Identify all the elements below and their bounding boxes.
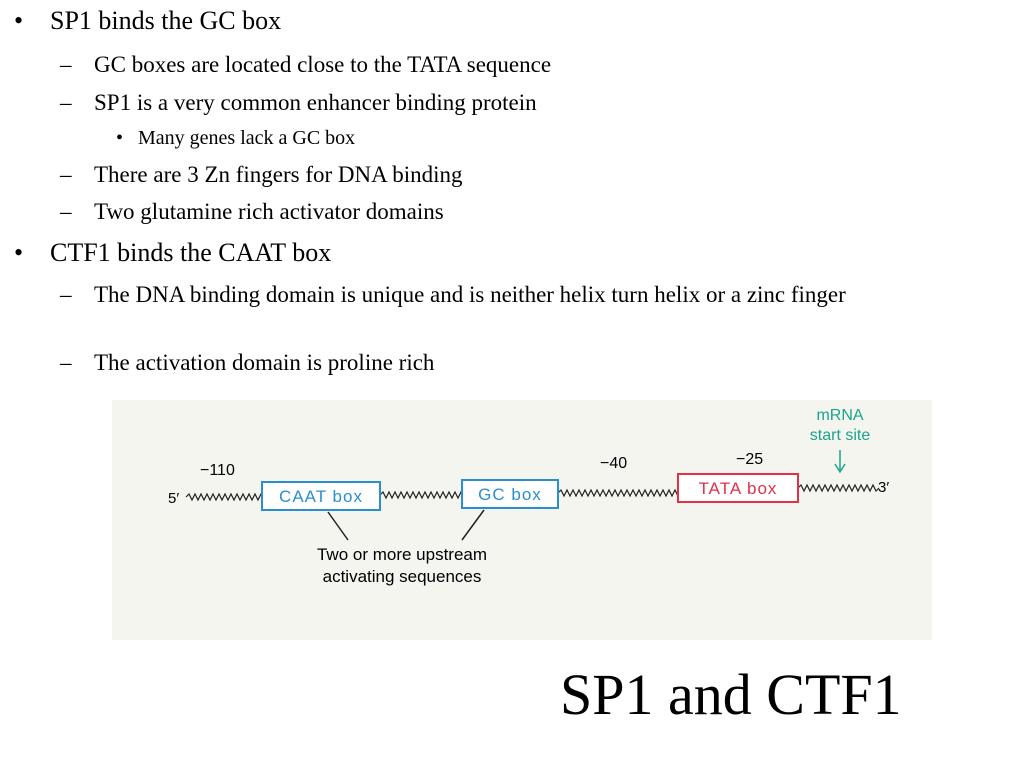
dash-marker: –	[60, 199, 72, 224]
tata-box	[677, 473, 799, 503]
bullet-text: CTF1 binds the CAAT box	[50, 238, 332, 267]
pointer-line-caat	[327, 511, 349, 541]
arrow-down-icon	[834, 450, 846, 474]
bullet-marker: •	[14, 238, 24, 267]
mrna-label-line2: start site	[810, 427, 871, 444]
sub-bullet-text: The DNA binding domain is unique and is …	[94, 282, 846, 307]
promoter-diagram: 5′ 3′ −110 CAAT box GC box −40 −25 TATA …	[112, 400, 932, 640]
slide-title: SP1 and CTF1	[560, 662, 902, 727]
pointer-line-gc	[461, 509, 485, 541]
gc-box	[461, 479, 559, 509]
mrna-label-line1: mRNA	[816, 407, 863, 424]
promoter-diagram-svg: 5′ 3′ −110 CAAT box GC box −40 −25 TATA …	[168, 407, 889, 586]
dash-marker: –	[60, 350, 72, 375]
sub-bullet-text: GC boxes are located close to the TATA s…	[94, 52, 552, 77]
tata-box-label: TATA box	[699, 479, 778, 498]
caat-box-label: CAAT box	[279, 487, 363, 506]
caat-position-label: −110	[200, 462, 235, 479]
small-bullet-marker: •	[116, 127, 124, 149]
five-prime-label: 5′	[168, 490, 179, 507]
three-prime-label: 3′	[878, 479, 889, 496]
dash-marker: –	[60, 90, 72, 115]
dna-strand	[379, 490, 468, 500]
sub-bullet-text: The activation domain is proline rich	[94, 350, 435, 375]
gc-position-label: −40	[600, 455, 627, 472]
dna-strand	[797, 483, 880, 493]
sub-sub-bullet-text: Many genes lack a GC box	[138, 127, 356, 149]
bullet-text: SP1 binds the GC box	[50, 6, 282, 35]
dash-marker: –	[60, 282, 72, 307]
sub-bullet-text: SP1 is a very common enhancer binding pr…	[94, 90, 537, 115]
caat-box	[261, 481, 381, 511]
dna-strand	[185, 492, 274, 502]
upstream-label-line1: Two or more upstream	[317, 545, 487, 564]
tata-position-label: −25	[736, 451, 763, 468]
bullet-marker: •	[14, 6, 24, 35]
sub-bullet-text: Two glutamine rich activator domains	[94, 199, 444, 224]
gc-box-label: GC box	[478, 485, 542, 504]
dash-marker: –	[60, 162, 72, 187]
dash-marker: –	[60, 52, 72, 77]
sub-bullet-text: There are 3 Zn fingers for DNA binding	[94, 162, 463, 187]
upstream-label-line2: activating sequences	[323, 567, 482, 586]
